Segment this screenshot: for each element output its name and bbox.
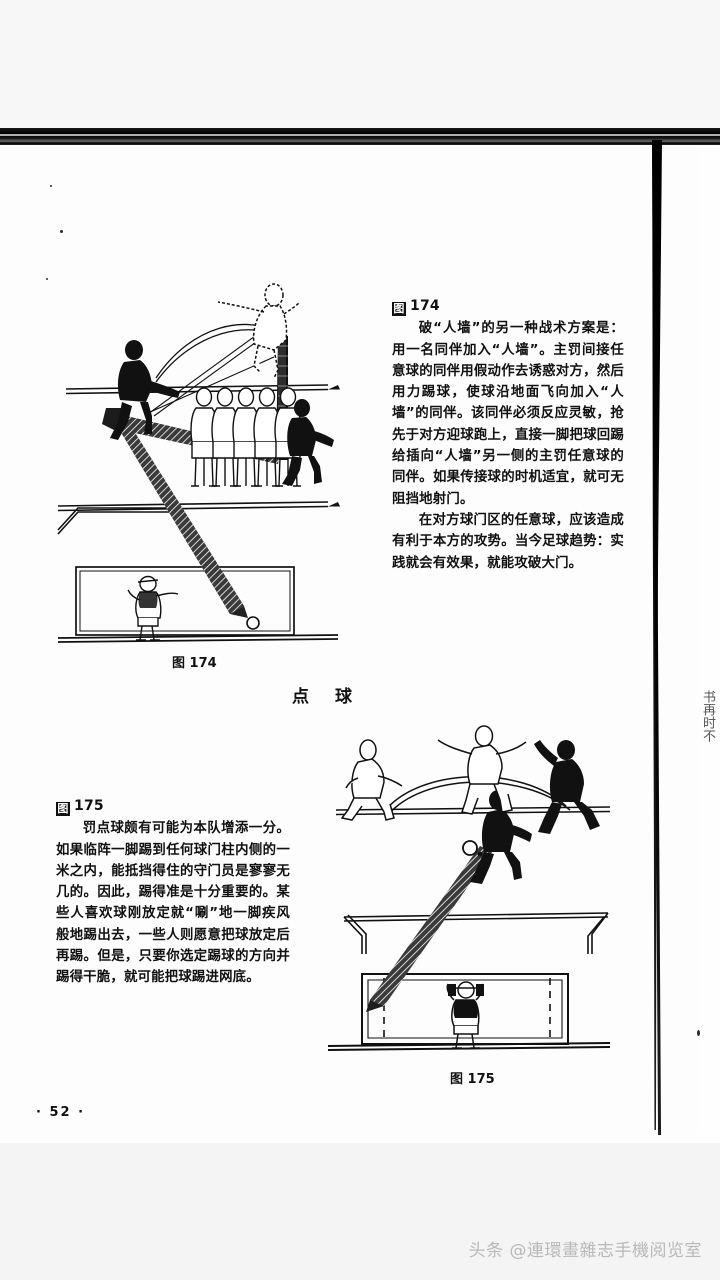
scan-speck bbox=[697, 1030, 700, 1036]
figure-175-text-column: 图 175 罚点球颇有可能为本队增添一分。如果临阵一脚踢到任何球门柱内侧的一米之内… bbox=[56, 796, 290, 989]
page-top-margin bbox=[0, 0, 720, 128]
scanned-book-page: 书再时不 bbox=[0, 0, 720, 1135]
figure-174-paragraph-2: 在对方球门区的任意球，应该造成有利于本方的攻势。当今足球趋势：实践就会有效果，就… bbox=[392, 512, 624, 571]
figure-label-number: 174 bbox=[410, 298, 440, 314]
figure-174-caption-text: 图 174 bbox=[172, 656, 217, 671]
figure-175-label: 图 175 bbox=[56, 796, 290, 817]
scan-edge-band bbox=[0, 128, 720, 145]
figure-174-text-column: 图 174 破“人墙”的另一种战术方案是：用一名同伴加入“人墙”。主罚间接任意球的… bbox=[392, 296, 624, 574]
figure-label-number: 175 bbox=[74, 798, 104, 814]
figure-175-caption-text: 图 175 bbox=[450, 1072, 495, 1087]
watermark-text: 头条 @連環畫雜志手機阅览室 bbox=[468, 1241, 702, 1261]
figure-174-paragraph-1: 破“人墙”的另一种战术方案是：用一名同伴加入“人墙”。主罚间接任意球的同伴用假动… bbox=[392, 321, 624, 507]
scan-speck bbox=[46, 278, 48, 280]
figure-174-label: 图 174 bbox=[392, 296, 624, 317]
section-title-penalty-kick: 点球 bbox=[292, 687, 378, 707]
page-number: · 52 · bbox=[36, 1105, 86, 1120]
figure-175-illustration bbox=[322, 706, 640, 1062]
figure-badge-glyph: 图 bbox=[56, 802, 70, 816]
figure-label-badge: 图 174 bbox=[392, 296, 440, 317]
facing-page-bleed-text: 书再时不 bbox=[700, 690, 715, 742]
facing-page-bleed bbox=[698, 145, 720, 1135]
figure-175-caption: 图 175 bbox=[450, 1068, 495, 1087]
figure-174-caption: 图 174 bbox=[172, 652, 217, 671]
figure-174-illustration bbox=[52, 262, 372, 654]
figure-label-badge: 图 175 bbox=[56, 796, 104, 817]
figure-badge-glyph: 图 bbox=[392, 302, 406, 316]
scan-speck bbox=[60, 230, 63, 233]
scan-speck bbox=[50, 185, 52, 187]
figure-175-paragraph-1: 罚点球颇有可能为本队增添一分。如果临阵一脚踢到任何球门柱内侧的一米之内，能抵挡得… bbox=[56, 821, 290, 986]
